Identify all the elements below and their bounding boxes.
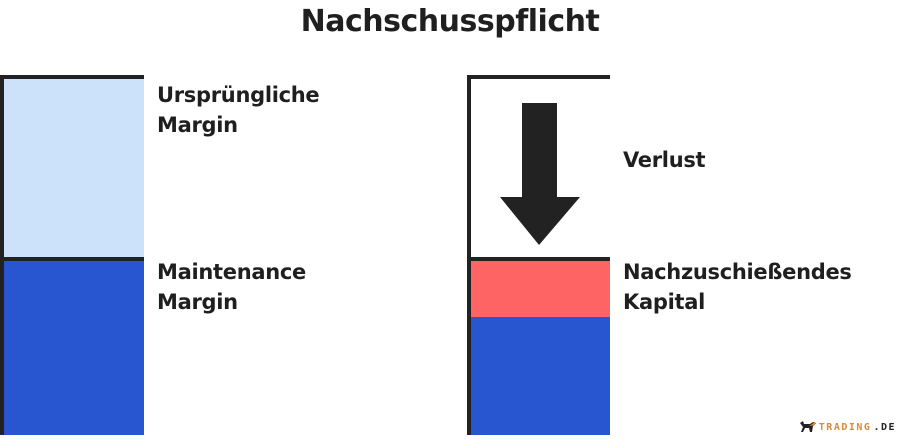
label-line: Maintenance <box>157 260 306 284</box>
logo-tld: .DE <box>873 421 896 433</box>
label-line: Nachzuschießendes <box>623 260 852 284</box>
left-axis-line <box>0 75 4 435</box>
maintenance-margin-block <box>0 258 144 435</box>
right-axis-line <box>467 75 471 435</box>
label-line: Ursprüngliche <box>157 83 320 107</box>
label-initial-margin: Ursprüngliche Margin <box>157 80 320 140</box>
left-top-border <box>0 75 144 79</box>
diagram-title: Nachschusspflicht <box>300 4 600 39</box>
initial-margin-block <box>0 76 144 258</box>
label-maintenance-margin: Maintenance Margin <box>157 257 306 317</box>
right-top-border <box>467 75 610 79</box>
left-split-line <box>0 257 144 261</box>
right-split-line <box>467 257 610 261</box>
bull-icon <box>799 421 816 432</box>
logo-brand: TRADING <box>818 421 872 433</box>
label-loss: Verlust <box>623 145 706 175</box>
label-line: Margin <box>157 113 238 137</box>
label-line: Margin <box>157 290 238 314</box>
label-line: Verlust <box>623 148 706 172</box>
label-margin-call: Nachzuschießendes Kapital <box>623 257 852 317</box>
label-line: Kapital <box>623 290 705 314</box>
remaining-margin-block <box>467 317 610 435</box>
trading-de-logo: TRADING.DE <box>799 421 896 433</box>
margin-call-block <box>467 258 610 317</box>
arrow-down-icon <box>500 103 580 245</box>
